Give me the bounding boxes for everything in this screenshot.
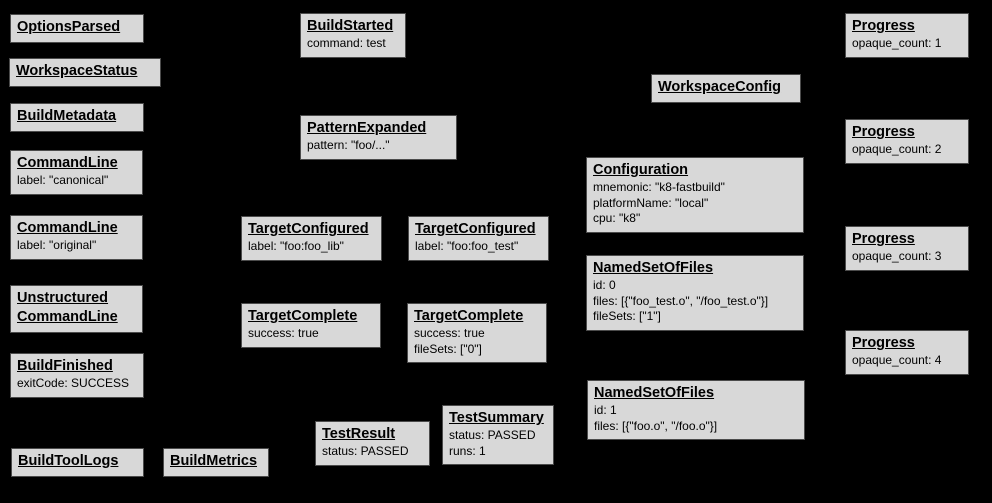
node-field: status: PASSED	[322, 444, 409, 458]
node-build-metrics: BuildMetrics	[163, 448, 269, 477]
node-title: NamedSetOfFiles	[594, 385, 715, 401]
node-field: success: true	[414, 326, 485, 340]
node-field: files: [{"foo.o", "/foo.o"}]	[594, 418, 718, 433]
node-title: WorkspaceConfig	[658, 79, 782, 95]
node-workspace-config: WorkspaceConfig	[651, 74, 801, 103]
node-progress-2: Progress opaque_count: 2	[845, 119, 969, 164]
node-options-parsed: OptionsParsed	[10, 14, 144, 43]
node-field: pattern: "foo/..."	[307, 138, 390, 152]
node-target-configured-foo-lib: TargetConfigured label: "foo:foo_lib"	[241, 216, 382, 261]
node-title: Progress	[852, 335, 915, 351]
node-title: Progress	[852, 231, 915, 247]
node-field: opaque_count: 1	[852, 36, 942, 50]
node-field: label: "foo:foo_lib"	[248, 239, 344, 253]
node-test-summary: TestSummary status: PASSED runs: 1	[442, 405, 554, 465]
node-unstructured-command-line: Unstructured CommandLine	[10, 285, 143, 333]
node-build-finished: BuildFinished exitCode: SUCCESS	[10, 353, 144, 398]
node-progress-4: Progress opaque_count: 4	[845, 330, 969, 375]
node-target-complete-foo-lib: TargetComplete success: true	[241, 303, 381, 348]
node-title: CommandLine	[17, 155, 118, 171]
node-field: status: PASSED	[449, 428, 536, 442]
node-test-result: TestResult status: PASSED	[315, 421, 430, 466]
node-named-set-of-files-0: NamedSetOfFiles id: 0 files: [{"foo_test…	[586, 255, 804, 331]
node-workspace-status: WorkspaceStatus	[9, 58, 161, 87]
node-title: TargetComplete	[248, 308, 358, 324]
node-title: BuildStarted	[307, 18, 394, 34]
node-build-started: BuildStarted command: test	[300, 13, 406, 58]
node-command-line-canonical: CommandLine label: "canonical"	[10, 150, 143, 195]
node-title: Progress	[852, 18, 915, 34]
node-title: TestResult	[322, 426, 396, 442]
node-field: files: [{"foo_test.o", "/foo_test.o"}]	[593, 293, 769, 308]
node-field: id: 1	[594, 403, 617, 417]
node-title: Progress	[852, 124, 915, 140]
node-field: opaque_count: 2	[852, 142, 942, 156]
node-title: TargetComplete	[414, 308, 524, 324]
node-title: PatternExpanded	[307, 120, 427, 136]
node-title: TargetConfigured	[415, 221, 536, 237]
node-field: platformName: "local"	[593, 195, 709, 210]
node-target-configured-foo-test: TargetConfigured label: "foo:foo_test"	[408, 216, 549, 261]
node-build-tool-logs: BuildToolLogs	[11, 448, 144, 477]
node-field: cpu: "k8"	[593, 211, 641, 225]
node-progress-1: Progress opaque_count: 1	[845, 13, 969, 58]
node-field: exitCode: SUCCESS	[17, 376, 130, 390]
node-field: fileSets: ["0"]	[414, 341, 482, 356]
node-title-line2: CommandLine	[17, 309, 118, 325]
node-field: opaque_count: 4	[852, 353, 942, 367]
node-field: label: "canonical"	[17, 173, 109, 187]
node-title: NamedSetOfFiles	[593, 260, 714, 276]
node-title: BuildToolLogs	[18, 453, 119, 469]
node-title: BuildFinished	[17, 358, 113, 374]
node-title: Unstructured	[17, 290, 109, 306]
node-pattern-expanded: PatternExpanded pattern: "foo/..."	[300, 115, 457, 160]
node-title: OptionsParsed	[17, 19, 121, 35]
node-target-complete-foo-test: TargetComplete success: true fileSets: […	[407, 303, 547, 363]
node-field: command: test	[307, 36, 386, 50]
node-field: id: 0	[593, 278, 616, 292]
node-named-set-of-files-1: NamedSetOfFiles id: 1 files: [{"foo.o", …	[587, 380, 805, 440]
node-field: runs: 1	[449, 443, 486, 458]
node-field: success: true	[248, 326, 319, 340]
node-title: TestSummary	[449, 410, 544, 426]
node-build-metadata: BuildMetadata	[10, 103, 144, 132]
node-progress-3: Progress opaque_count: 3	[845, 226, 969, 271]
node-field: mnemonic: "k8-fastbuild"	[593, 180, 725, 194]
node-command-line-original: CommandLine label: "original"	[10, 215, 143, 260]
node-field: opaque_count: 3	[852, 249, 942, 263]
node-configuration: Configuration mnemonic: "k8-fastbuild" p…	[586, 157, 804, 233]
node-title: TargetConfigured	[248, 221, 369, 237]
node-title: BuildMetrics	[170, 453, 258, 469]
node-title: CommandLine	[17, 220, 118, 236]
node-title: WorkspaceStatus	[16, 63, 138, 79]
node-field: label: "original"	[17, 238, 97, 252]
node-title: Configuration	[593, 162, 689, 178]
node-field: fileSets: ["1"]	[593, 309, 661, 323]
node-title: BuildMetadata	[17, 108, 117, 124]
node-field: label: "foo:foo_test"	[415, 239, 519, 253]
